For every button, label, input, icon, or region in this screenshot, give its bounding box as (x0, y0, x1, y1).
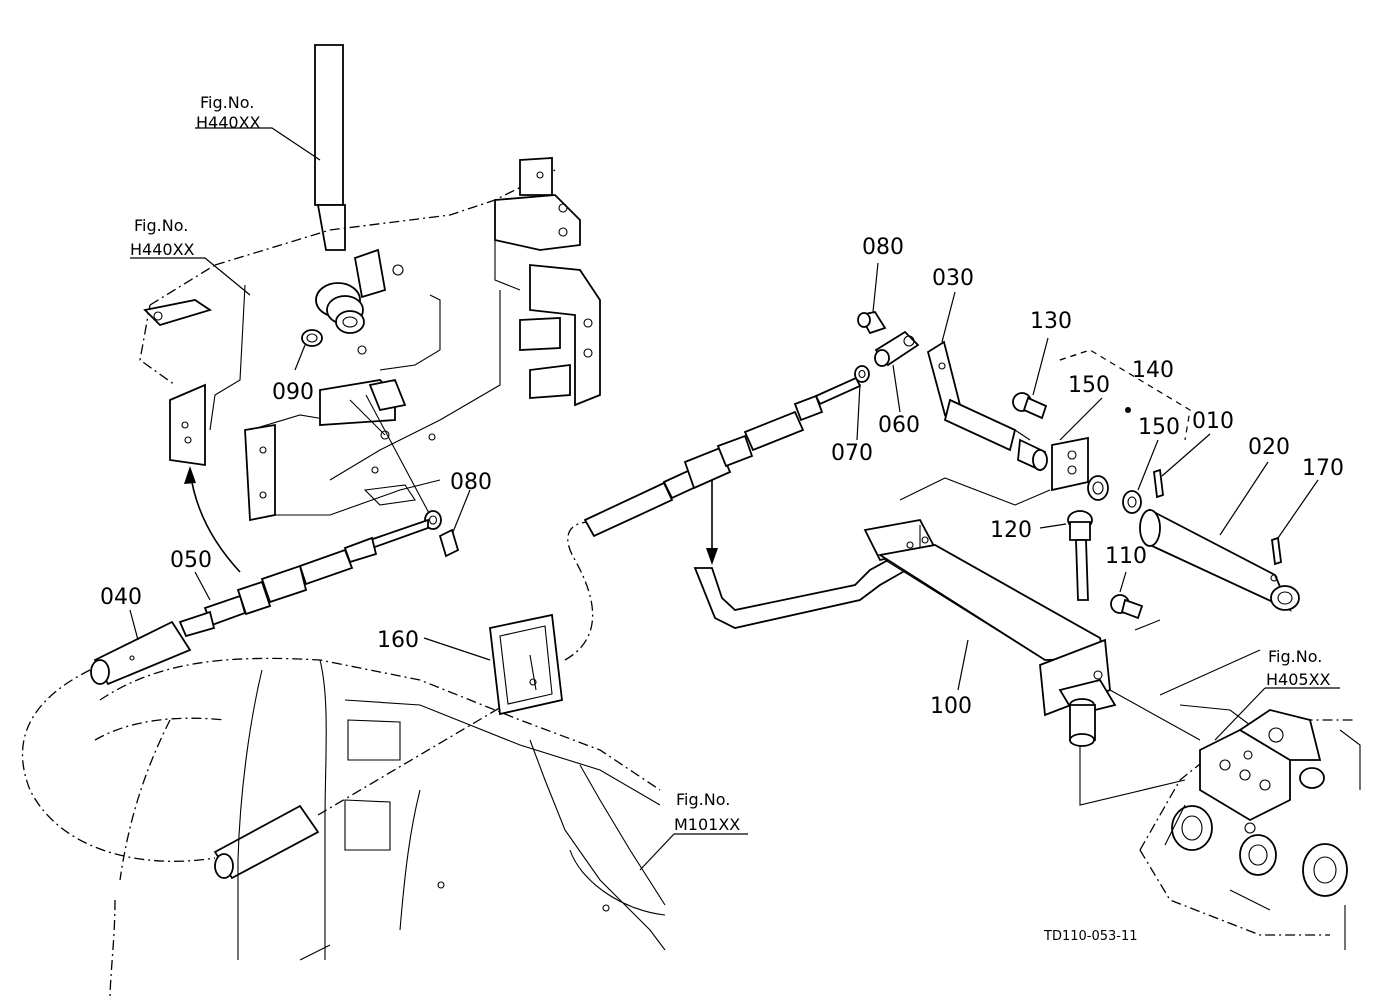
label-130: 130 (1030, 309, 1072, 334)
bushing-150b (1087, 407, 1142, 514)
label-100: 100 (930, 694, 972, 719)
ref-code-2: H440XX (130, 240, 195, 259)
ref-caption-2: Fig.No. (134, 216, 188, 235)
pin-170 (1271, 536, 1282, 566)
lever-030 (926, 340, 1031, 452)
label-050: 050 (170, 548, 212, 573)
label-070: 070 (831, 441, 873, 466)
shaft-020 (1139, 508, 1300, 612)
label-030: 030 (932, 266, 974, 291)
bushing-150a (1017, 438, 1048, 472)
label-150-lower: 150 (1138, 415, 1180, 440)
cable-050 (90, 518, 429, 686)
ref-code-1: H440XX (196, 113, 261, 132)
label-080-left: 080 (450, 470, 492, 495)
cable-right (583, 376, 862, 565)
nut-070 (854, 365, 870, 383)
ref-caption-1: Fig.No. (200, 93, 254, 112)
alignment-lines (899, 477, 1261, 806)
cable-route (21, 521, 594, 880)
label-120: 120 (990, 518, 1032, 543)
bolt-130 (1012, 392, 1048, 420)
ref-caption-4: Fig.No. (676, 790, 730, 809)
ref-code-3: H405XX (1266, 670, 1331, 689)
label-040: 040 (100, 585, 142, 610)
rod-end-060 (874, 330, 920, 367)
valve-h405 (1139, 704, 1361, 950)
label-150-upper: 150 (1068, 373, 1110, 398)
leader-lines (129, 127, 1340, 871)
label-170: 170 (1302, 456, 1344, 481)
ref-code-4: M101XX (674, 815, 740, 834)
label-020: 020 (1248, 435, 1290, 460)
housing-m101 (94, 657, 666, 1001)
bolt-080-right (857, 310, 887, 335)
bracket-100 (693, 518, 1117, 747)
label-160: 160 (377, 628, 419, 653)
label-060: 060 (878, 413, 920, 438)
pin-010 (1153, 468, 1164, 499)
ref-caption-3: Fig.No. (1268, 647, 1322, 666)
bolt-090 (301, 329, 323, 347)
label-080-right: 080 (862, 235, 904, 260)
figure-references: Fig.No. H440XX Fig.No. H440XX Fig.No. H4… (130, 93, 1331, 834)
drawing-code: TD110-053-11 (1043, 929, 1138, 944)
label-090: 090 (272, 380, 314, 405)
grommet-160 (489, 613, 563, 716)
lever-pivot (315, 248, 404, 355)
cable-rod-left (365, 394, 460, 558)
shift-lever (314, 44, 346, 251)
part-number-labels: 080 030 130 140 150 150 010 020 170 060 … (100, 235, 1344, 719)
label-140: 140 (1132, 358, 1174, 383)
bolt-120 (1067, 510, 1093, 601)
label-010: 010 (1192, 409, 1234, 434)
arrow-curve (184, 466, 241, 573)
label-110: 110 (1105, 544, 1147, 569)
bolt-110 (1110, 594, 1144, 620)
lever-bracket-plate (139, 157, 601, 522)
